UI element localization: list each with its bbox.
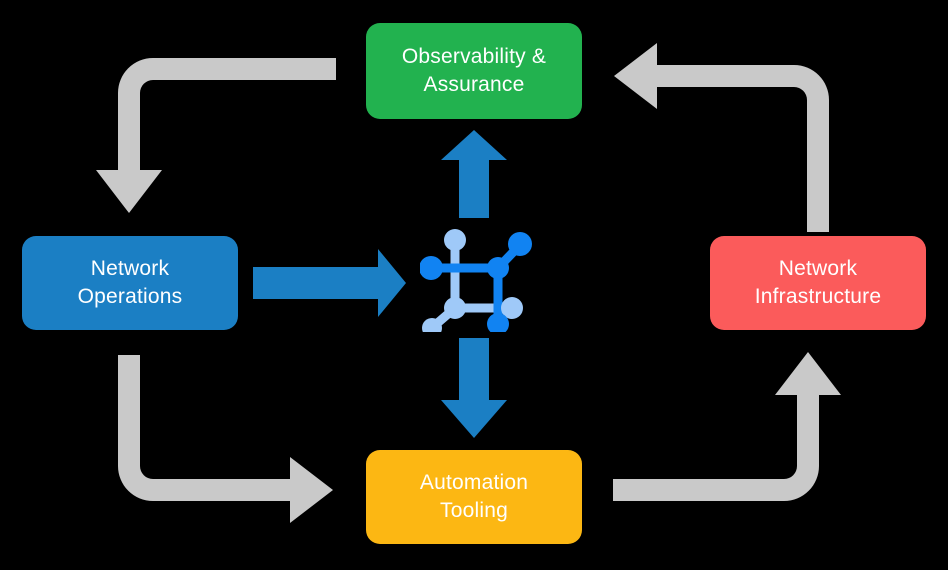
topology-dark-nodes [420,232,532,332]
connector-operations-to-automation-icon [118,355,333,523]
connector-center-to-observability-icon [441,130,507,218]
topology-light-nodes [422,229,523,332]
node-automation-tooling-label: Automation Tooling [419,470,529,522]
connector-operations-to-center-icon [253,249,406,317]
node-network-operations[interactable]: Network Operations [22,236,238,330]
node-network-infrastructure-label: Network Infrastructure [754,256,882,308]
node-network-infrastructure[interactable]: Network Infrastructure [710,236,926,330]
node-observability-assurance[interactable]: Observability & Assurance [366,23,582,119]
connector-automation-to-infrastructure-icon [613,352,841,501]
node-observability-assurance-label: Observability & Assurance [401,44,547,96]
network-topology-icon [420,229,532,332]
node-network-operations-label: Network Operations [77,256,183,308]
node-automation-tooling[interactable]: Automation Tooling [366,450,582,544]
connector-center-to-automation-icon [441,338,507,438]
connector-infrastructure-to-observability-icon [614,43,829,232]
connector-observability-to-operations-icon [96,58,336,213]
